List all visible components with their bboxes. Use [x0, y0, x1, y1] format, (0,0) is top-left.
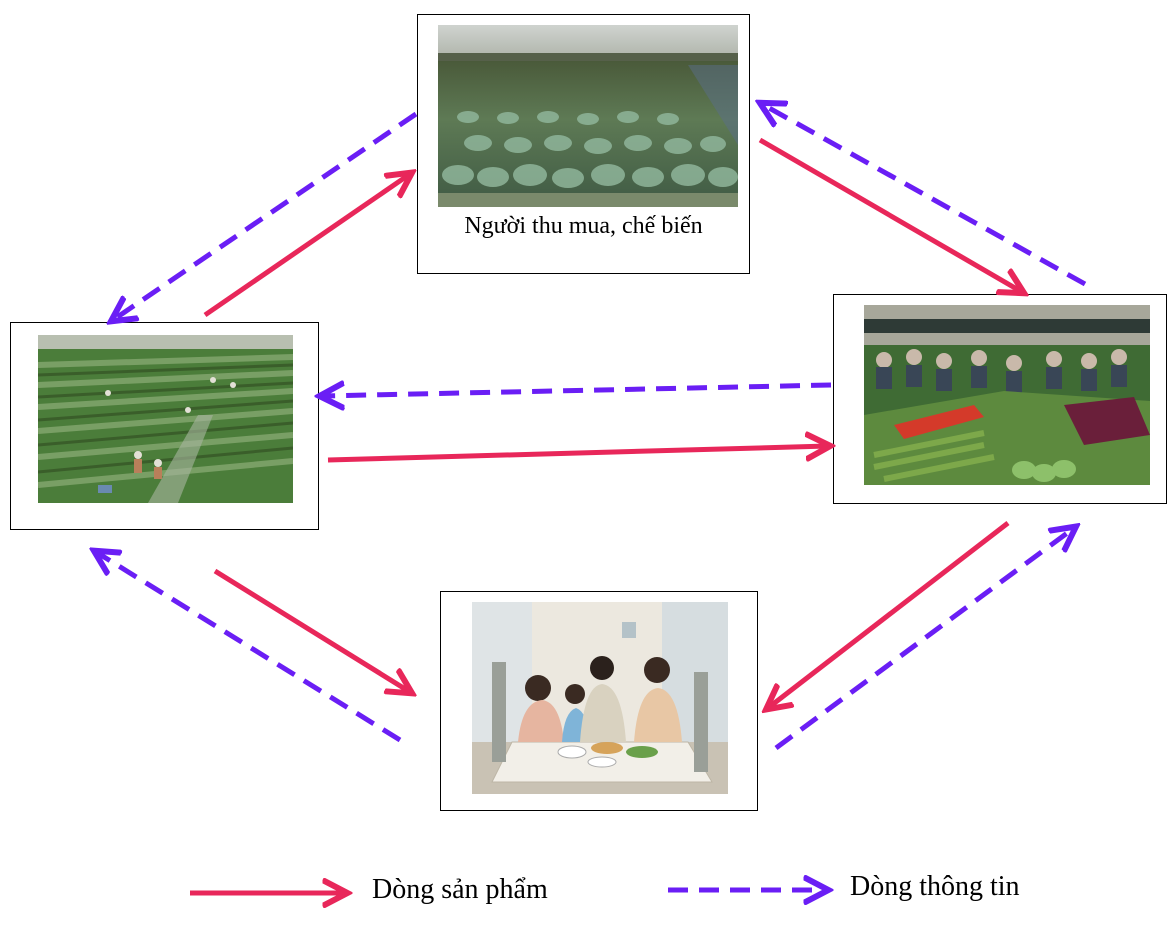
consumer-node [440, 591, 758, 811]
info-arrow-market-to-farm [322, 385, 832, 396]
info-arrow-consumer-to-market [774, 528, 1074, 751]
cabbage-field-photo [438, 25, 738, 207]
product-arrow-processor-to-market [758, 137, 1022, 292]
processor-caption: Người thu mua, chế biến [464, 213, 703, 239]
farm-node [10, 322, 319, 530]
legend-info-label: Dòng thông tin [850, 871, 1020, 902]
product-arrow-farm-to-market [327, 446, 828, 463]
product-arrow-market-to-consumer [768, 521, 1010, 708]
market-node [833, 294, 1167, 504]
info-arrow-consumer-to-farm [96, 552, 402, 743]
product-arrow-farm-to-consumer [213, 568, 410, 692]
processor-node: Người thu mua, chế biến [417, 14, 750, 274]
product-arrow-farm-to-processor [203, 174, 410, 318]
info-arrow-market-to-processor [762, 104, 1087, 287]
info-arrow-processor-to-farm [113, 111, 418, 320]
legend-product-label: Dòng sản phẩm [372, 874, 548, 905]
vegetable-farm-photo [38, 335, 293, 503]
supermarket-vegetables-photo [864, 305, 1150, 485]
family-dinner-photo [472, 602, 728, 794]
